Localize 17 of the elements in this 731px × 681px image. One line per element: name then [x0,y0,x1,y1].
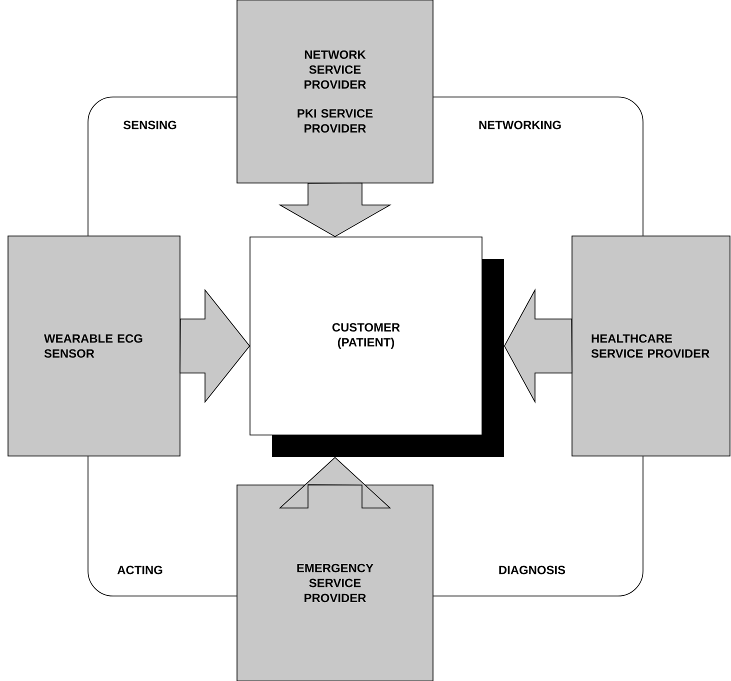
block-arrow [278,456,392,508]
provider-box: HEALTHCARE SERVICE PROVIDER [572,236,730,456]
block-arrow [180,288,250,404]
edge-label: SENSING [123,120,176,130]
customer-box: CUSTOMER (PATIENT) [250,236,504,457]
edge-label: DIAGNOSIS [499,566,566,574]
connector-line [88,456,237,596]
provider-box: WEARABLE ECG SENSOR [8,236,180,456]
connector-line [433,96,644,236]
provider-box: NETWORK SERVICE PROVIDER PKI SERVICE PROVIDER [236,0,434,184]
connector-line [88,96,237,236]
connector-line [433,456,644,596]
edge-label: ACTING [117,566,162,574]
block-arrow [504,288,572,404]
edge-label: NETWORKING [479,120,561,130]
provider-box: EMERGENCY SERVICE PROVIDER [236,484,434,681]
block-arrow [278,182,392,238]
